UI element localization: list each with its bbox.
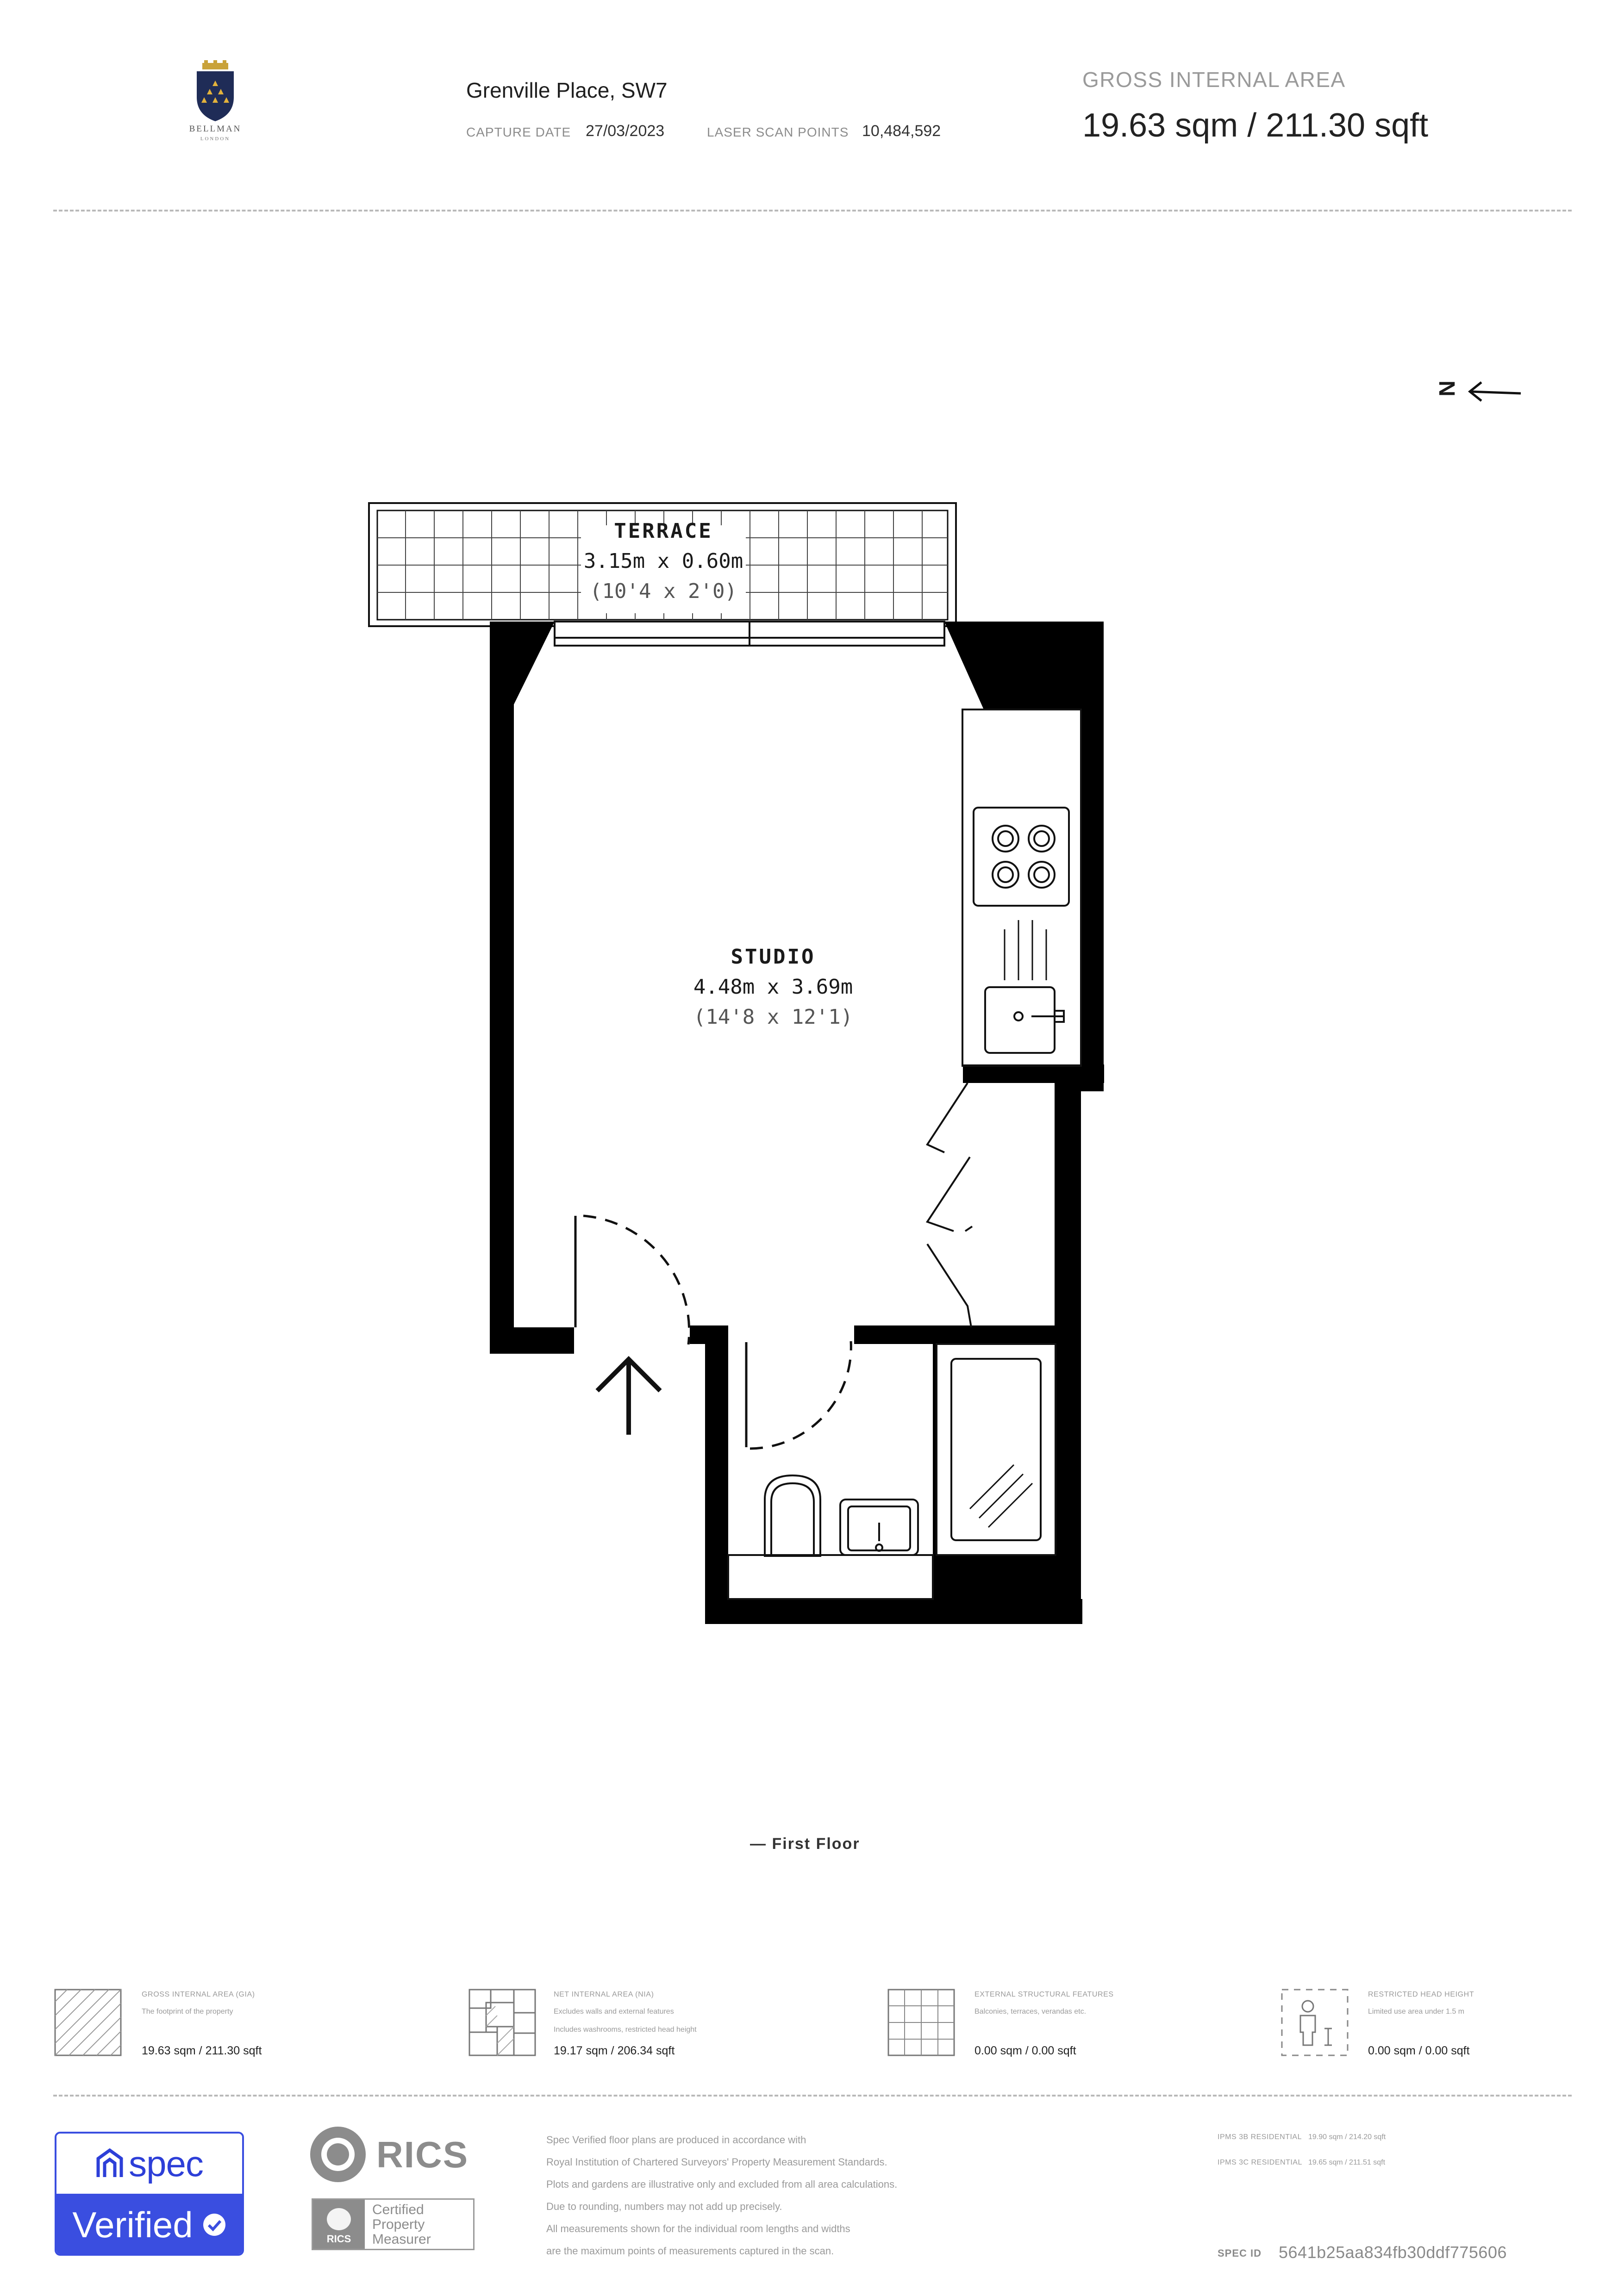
terrace-area [368,502,957,627]
bathroom-door [745,1341,852,1450]
disclaimer-line: Due to rounding, numbers may not add up … [546,2201,782,2212]
studio-name: STUDIO [731,945,816,969]
legend-title: EXTERNAL STRUCTURAL FEATURES [974,1991,1114,1998]
rics-word: RICS [376,2134,469,2175]
certified-measurer-box: RICS Certified Property Measurer [312,2198,475,2250]
spec-id-label: SPEC ID [1218,2247,1262,2259]
floor-label: — First Floor [750,1835,860,1853]
legend-title: GROSS INTERNAL AREA (GIA) [142,1991,255,1998]
terrace-name: TERRACE [614,519,713,543]
property-address: Grenville Place, SW7 [466,78,668,102]
brand-logo: BELLMAN LONDON [178,60,252,143]
kitchen-counter [962,709,1082,1067]
walls [490,622,1104,1624]
legend-item-gia: GROSS INTERNAL AREA (GIA) The footprint … [53,1988,262,2060]
legend-desc: Includes washrooms, restricted head heig… [554,2026,697,2034]
entrance-door [574,1214,691,1345]
footer-divider [53,2095,1572,2097]
logo-text-top: BELLMAN [189,124,242,134]
compass: N [1434,374,1525,406]
spec-logo: spec [56,2134,242,2194]
studio-label: STUDIO 4.48m x 3.69m (14'8 x 12'1) [662,945,884,1029]
house-icon [96,2148,123,2177]
legend-item-restricted: RESTRICTED HEAD HEIGHT Limited use area … [1280,1988,1474,2060]
legend-desc: Limited use area under 1.5 m [1368,2008,1465,2016]
gia-hatch-icon [54,1989,122,2056]
wardrobe-doors [925,1082,973,1328]
legend-title: RESTRICTED HEAD HEIGHT [1368,1991,1474,1998]
verified-word: Verified [72,2204,193,2245]
legend-desc: Balconies, terraces, verandas etc. [974,2008,1087,2016]
area-legend: GROSS INTERNAL AREA (GIA) The footprint … [53,1988,1572,2057]
rics-small-mark: RICS [313,2200,365,2249]
certified-line: Certified [372,2202,424,2217]
legend-item-external: EXTERNAL STRUCTURAL FEATURES Balconies, … [887,1988,1113,2060]
terrace-door [554,621,945,647]
capture-date-value: 27/03/2023 [586,122,665,140]
disclaimer-line: Royal Institution of Chartered Surveyors… [546,2156,887,2168]
header-divider [53,210,1572,212]
logo-text-bottom: LONDON [200,136,231,142]
disclaimer-line: Spec Verified floor plans are produced i… [546,2134,806,2146]
person-height-icon [1281,1989,1349,2056]
disclaimer: Spec Verified floor plans are produced i… [546,2129,1032,2262]
legend-value: 19.63 sqm / 211.30 sqft [142,2044,262,2057]
terrace-dimensions: 3.15m x 0.60m [583,549,743,573]
spec-id-value: 5641b25aa834fb30ddf775606 [1279,2243,1507,2262]
laser-points-value: 10,484,592 [862,122,941,140]
rics-logo: RICS RICS Certified Property Measurer [308,2124,484,2259]
legend-item-nia: NET INTERNAL AREA (NIA) Excludes walls a… [468,1988,697,2060]
north-arrow-icon [1468,381,1521,402]
legend-desc: The footprint of the property [142,2008,233,2016]
bathroom-fixtures [727,1343,1056,1600]
spec-verified-badge: spec Verified [55,2132,244,2256]
certified-line: Measurer [372,2232,431,2247]
laser-points-label: LASER SCAN POINTS [707,125,849,139]
legend-value: 19.17 sqm / 206.34 sqft [554,2044,675,2057]
legend-value: 0.00 sqm / 0.00 sqft [1368,2044,1470,2057]
ipms-3c-label: IPMS 3C RESIDENTIAL [1218,2159,1302,2166]
ipms-3b-value: 19.90 sqm / 214.20 sqft [1308,2133,1386,2141]
legend-title: NET INTERNAL AREA (NIA) [554,1991,654,1998]
disclaimer-line: are the maximum points of measurements c… [546,2245,834,2257]
crest-icon [197,60,234,121]
studio-imperial: (14'8 x 12'1) [693,1005,853,1029]
gia-value: 19.63 sqm / 211.30 sqft [1082,107,1429,144]
terrace-imperial: (10'4 x 2'0) [590,579,737,603]
ipms-3b-label: IPMS 3B RESIDENTIAL [1218,2133,1302,2141]
lion-icon [310,2127,366,2182]
ipms-3c-value: 19.65 sqm / 211.51 sqft [1308,2159,1386,2166]
capture-date-label: CAPTURE DATE [466,125,571,139]
rics-small-word: RICS [326,2233,351,2245]
entry-arrow-icon [595,1356,662,1435]
check-circle-icon [203,2214,225,2236]
certified-line: Property [372,2217,425,2232]
nia-blocks-icon [468,1989,536,2056]
disclaimer-line: All measurements shown for the individua… [546,2223,850,2234]
verified-bar: Verified [56,2194,242,2254]
studio-dimensions: 4.48m x 3.69m [693,975,853,999]
gia-title: GROSS INTERNAL AREA [1082,68,1346,92]
terrace-label: TERRACE 3.15m x 0.60m (10'4 x 2'0) [581,519,746,603]
disclaimer-line: Plots and gardens are illustrative only … [546,2178,898,2190]
spec-word: spec [129,2143,204,2184]
legend-desc: Excludes walls and external features [554,2008,674,2016]
legend-value: 0.00 sqm / 0.00 sqft [974,2044,1076,2057]
grid-icon [887,1989,955,2056]
